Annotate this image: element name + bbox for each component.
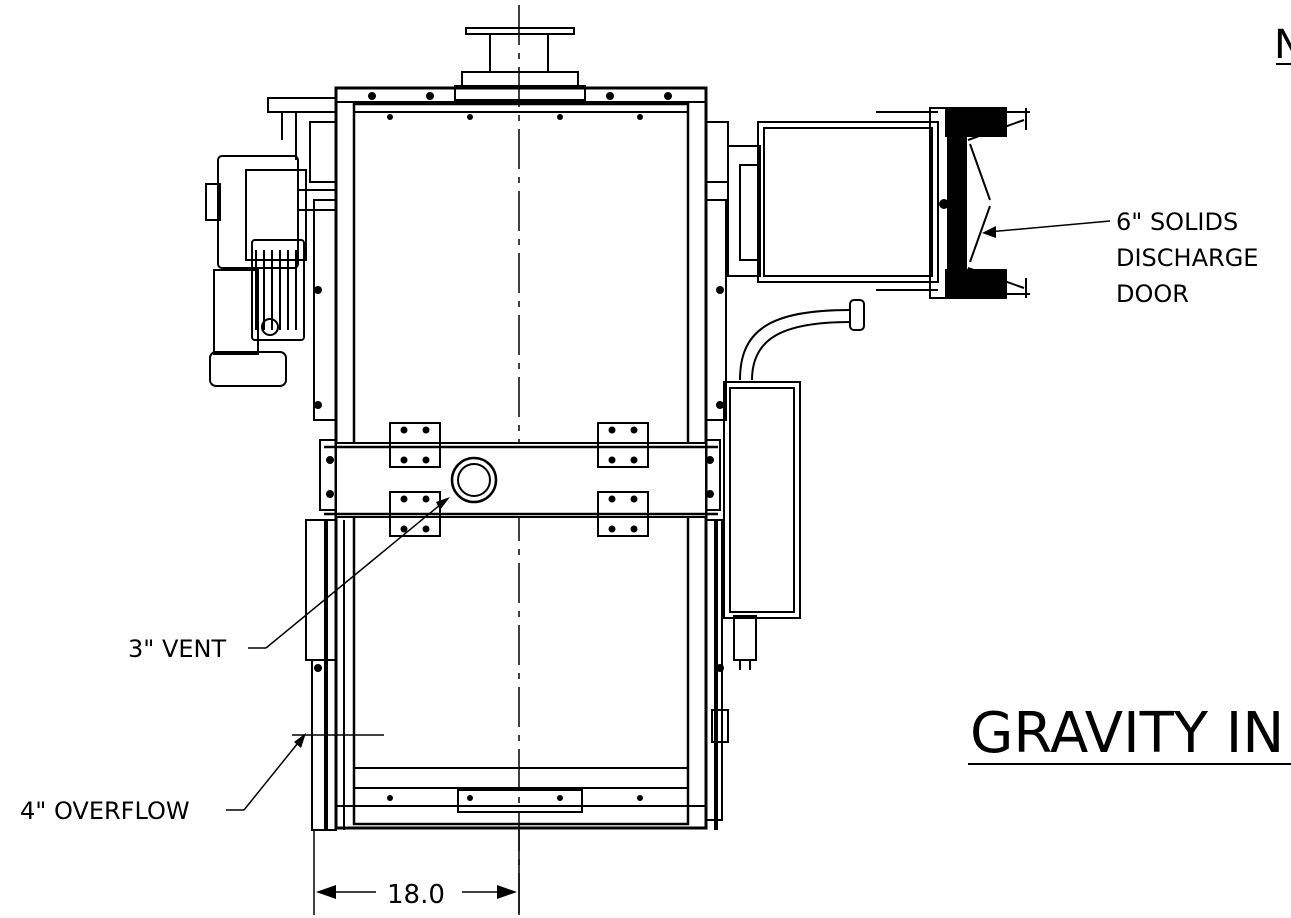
vent-label: 3" VENT bbox=[128, 635, 226, 663]
vent-port bbox=[450, 456, 498, 504]
drawing-title: GRAVITY IN bbox=[970, 701, 1284, 766]
control-box bbox=[723, 381, 801, 670]
corner-title: N bbox=[1274, 22, 1291, 68]
flange-bolts bbox=[400, 426, 638, 533]
leader-lines bbox=[226, 220, 1111, 811]
drive-motor bbox=[205, 155, 336, 387]
dimension-18 bbox=[313, 830, 520, 915]
solids-door-label-2: DISCHARGE bbox=[1116, 244, 1258, 272]
flange-plates bbox=[389, 422, 649, 537]
solids-door-label-1: 6" SOLIDS bbox=[1116, 208, 1238, 236]
hydraulic-hose bbox=[739, 299, 865, 381]
right-side-frame bbox=[705, 121, 729, 830]
top-bolts bbox=[368, 92, 672, 801]
overflow-label: 4" OVERFLOW bbox=[20, 797, 190, 825]
solids-discharge-door bbox=[727, 107, 1030, 299]
solids-door-label-3: DOOR bbox=[1116, 280, 1189, 308]
dimension-value: 18.0 bbox=[387, 880, 445, 910]
top-inlet bbox=[454, 27, 586, 101]
tank-body bbox=[324, 86, 718, 830]
